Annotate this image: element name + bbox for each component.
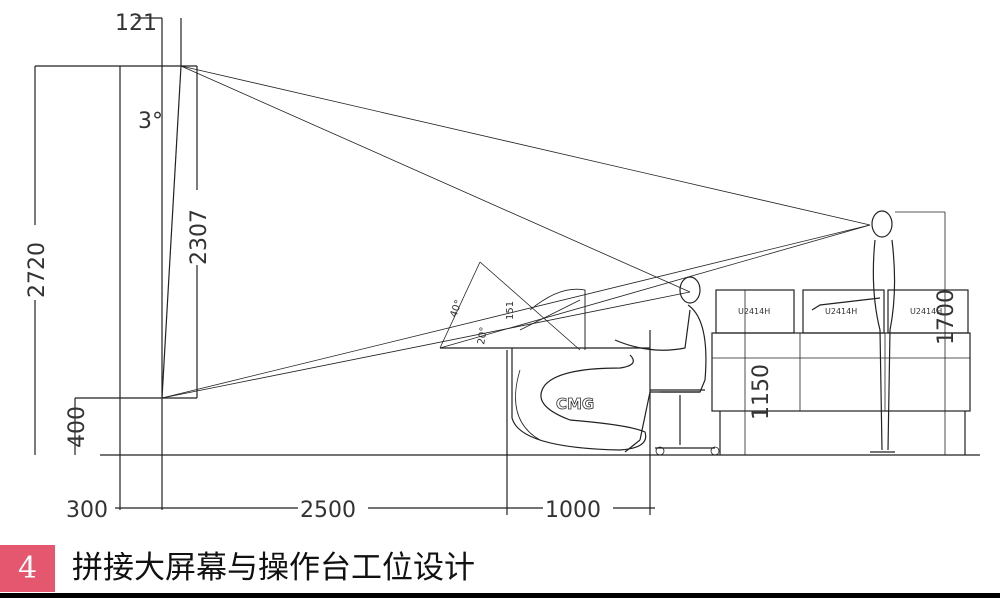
monitor-label-1: U2414H [738, 307, 770, 316]
dim-angle-upper: 40° [448, 299, 464, 319]
operator-desk [439, 261, 650, 451]
monitor-label-2: U2414H [825, 307, 857, 316]
caption-rule [0, 593, 1000, 598]
caption-banner: 4 拼接大屏幕与操作台工位设计 [0, 545, 1000, 601]
dim-console-height: 1150 [749, 364, 774, 420]
dim-angle-lower: 20° [476, 326, 490, 345]
dim-tilt-angle: 3° [138, 109, 163, 134]
desk-logo: CMG [556, 395, 594, 413]
seated-operator [614, 276, 720, 456]
dim-monitor-offset: 151 [505, 301, 516, 320]
dim-wall-gap: 300 [66, 498, 108, 523]
sight-lines [161, 65, 871, 399]
caption-number-badge: 4 [0, 545, 55, 592]
monitor-console [711, 211, 971, 455]
standing-observer [811, 210, 896, 453]
dim-screen-to-desk: 2500 [300, 498, 356, 523]
dim-screen-bottom: 400 [65, 406, 90, 448]
dim-screen-height: 2307 [187, 209, 212, 265]
caption-title: 拼接大屏幕与操作台工位设计 [72, 550, 475, 586]
monitor-label-3: U2414H [910, 307, 942, 316]
dim-total-height: 2720 [25, 242, 50, 298]
large-screen [34, 17, 198, 510]
workstation-section-drawing: 121 3° 2720 2307 400 300 2500 1000 CMG 4… [24, 11, 980, 523]
dim-standing-eye: 1700 [934, 289, 959, 345]
dim-screen-offset: 121 [115, 11, 157, 36]
dim-desk-depth: 1000 [545, 498, 601, 523]
